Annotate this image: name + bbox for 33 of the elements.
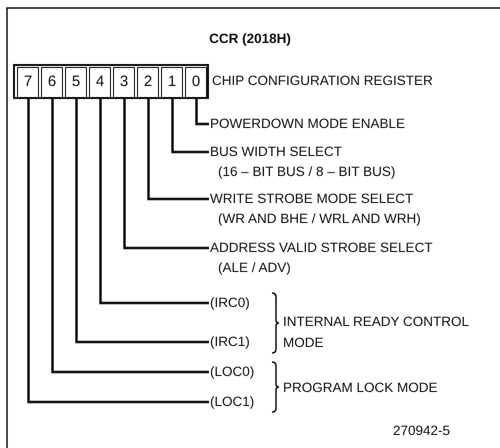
title: CCR (2018H) [208,30,292,48]
connector-line [195,98,209,126]
field-name: BUS WIDTH SELECT [210,143,344,161]
connector-line [75,98,209,344]
bit-cell: 0 [185,66,207,98]
field-name: (IRC0) [210,294,250,312]
field-values: (16 – BIT BUS / 8 – BIT BUS) [217,163,396,181]
bit-cell: 5 [65,66,87,98]
bit-cell: 2 [137,66,159,98]
bit-cell: 6 [41,66,63,98]
connector-line [123,98,209,250]
register-box [13,64,209,99]
field-name: WRITE STROBE MODE SELECT [210,190,414,208]
connector-line [147,98,209,200]
bit-cell: 7 [17,66,39,98]
group-name: PROGRAM LOCK MODE [283,379,439,397]
connector-line [27,98,209,404]
bit-cell: 3 [113,66,135,98]
connector-line [99,98,209,304]
field-values: (ALE / ADV) [217,259,292,277]
group-name: INTERNAL READY CONTROL MODE [283,313,470,352]
connector-line [171,98,209,154]
field-name: (LOC0) [210,363,254,381]
connector-line [51,98,209,374]
field-name: ADDRESS VALID STROBE SELECT [210,239,433,257]
field-values: (WR AND BHE / WRL AND WRH) [217,210,421,228]
field-name: (IRC1) [210,333,250,351]
field-name: POWERDOWN MODE ENABLE [210,115,406,133]
field-name: (LOC1) [210,393,254,411]
bit-cell: 1 [161,66,183,98]
register-name: CHIP CONFIGURATION REGISTER [212,72,433,90]
bit-cell: 4 [89,66,111,98]
figure-number: 270942-5 [393,422,452,440]
